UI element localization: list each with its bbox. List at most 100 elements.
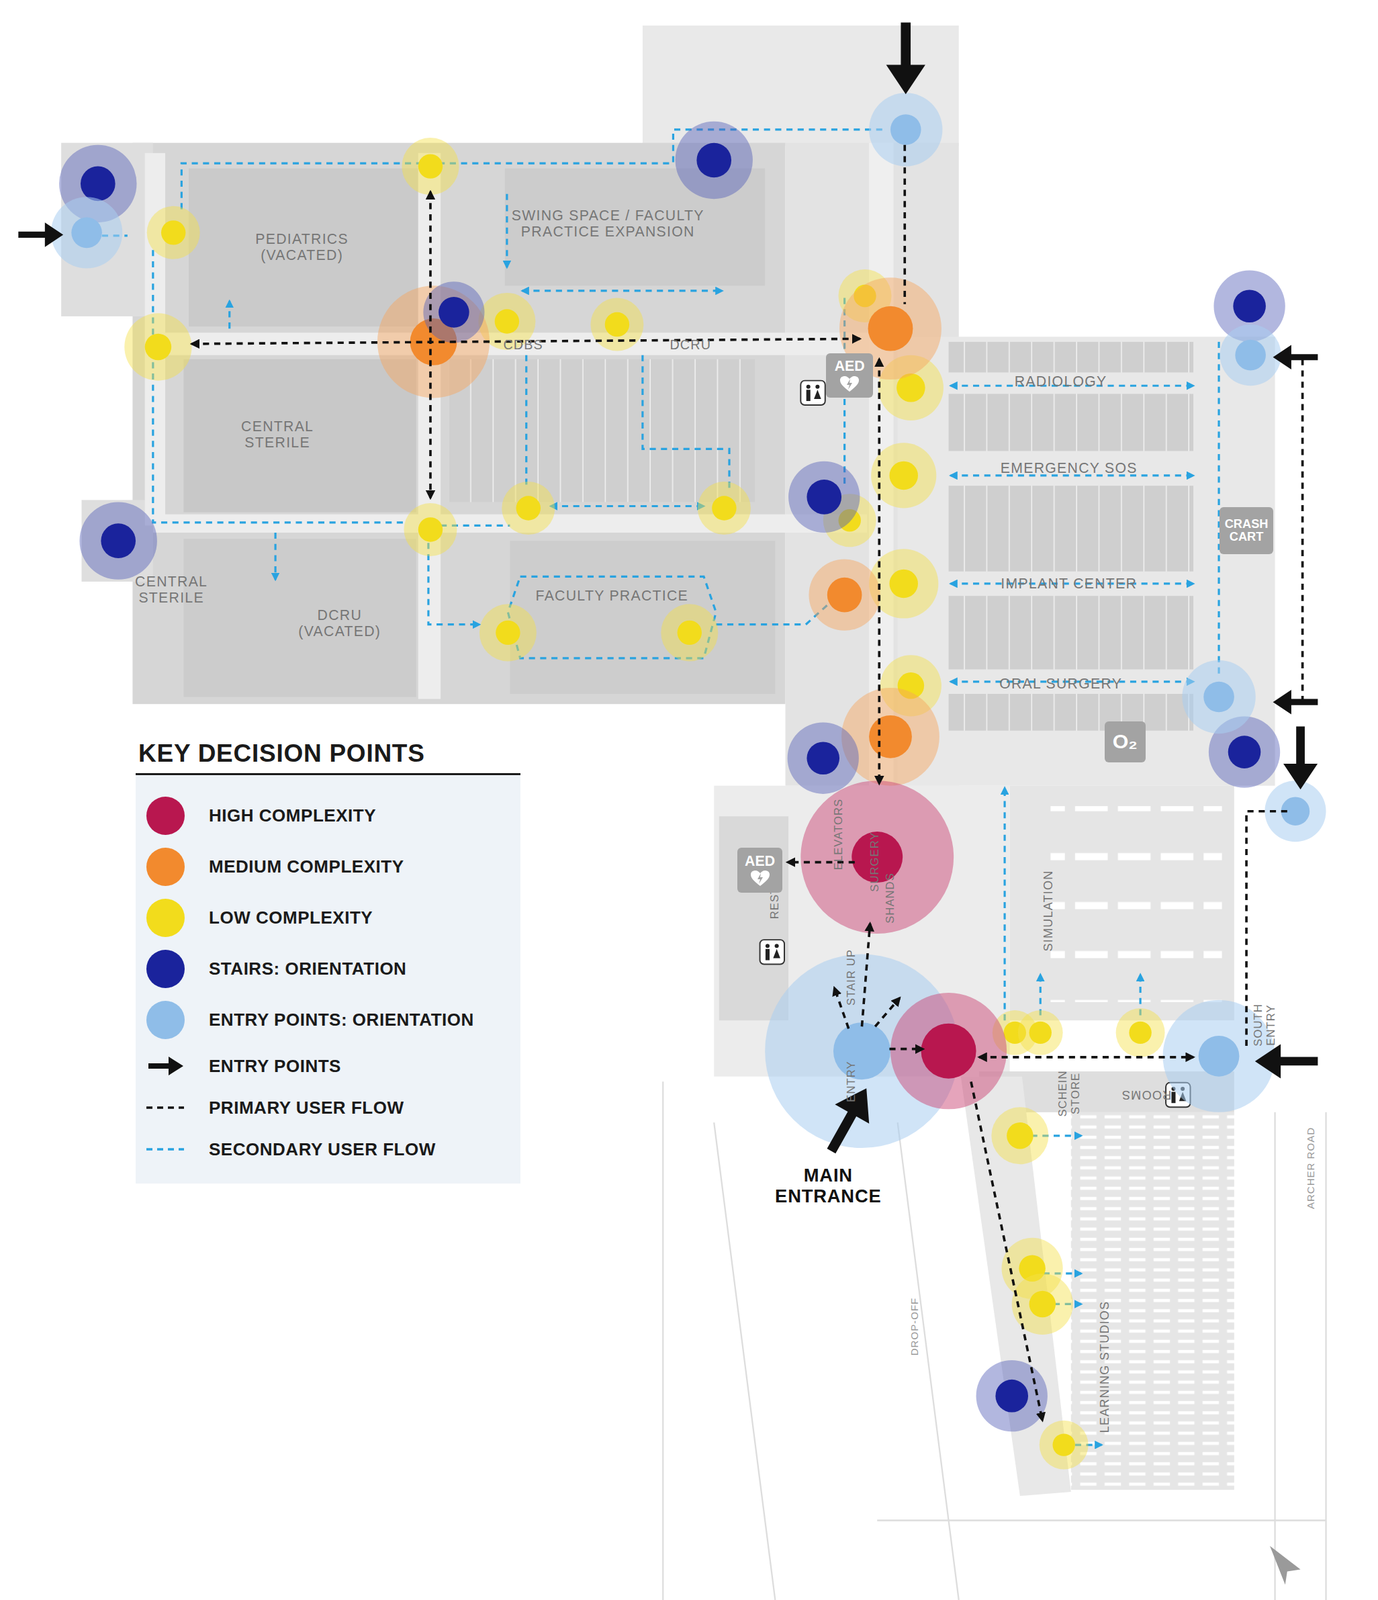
street-label: ARCHER ROAD [1304, 1126, 1317, 1209]
heart-icon [750, 870, 770, 887]
restroom-block [719, 815, 789, 1021]
stair-point [1232, 289, 1266, 323]
legend-swatch [135, 1128, 195, 1170]
stair-halo [79, 501, 157, 579]
stair-point [438, 296, 470, 328]
entrance-label: MAIN ENTRANCE [762, 1163, 895, 1207]
stair-halo [787, 722, 859, 794]
entry-point [890, 114, 922, 146]
low-point [1029, 1290, 1056, 1317]
room-label: STAIR UP [845, 948, 859, 1006]
room-block [183, 359, 416, 513]
secondary-flow [274, 532, 277, 580]
secondary-flow [525, 355, 528, 491]
low-point [145, 333, 172, 360]
legend-dot [146, 898, 185, 937]
entry-arrow [886, 22, 926, 95]
oxygen-sign: O₂ [1104, 721, 1146, 763]
secondary-flow [522, 289, 723, 292]
street-label: DROP-OFF [909, 1296, 921, 1356]
entry-point [1198, 1035, 1240, 1077]
low-point [418, 517, 443, 542]
stair-halo [423, 281, 485, 343]
legend-panel: KEY DECISION POINTSHIGH COMPLEXITYMEDIUM… [135, 739, 521, 1184]
low-halo [147, 206, 201, 260]
entry-arrow [1283, 726, 1318, 790]
room-label: ENTRY [845, 1060, 859, 1102]
legend-swatch [135, 942, 195, 994]
high-halo [800, 780, 954, 934]
room-label: DCRU [669, 337, 712, 353]
low-point [605, 312, 630, 337]
room-label: PEDIATRICS (VACATED) [233, 230, 371, 264]
stair-point [806, 479, 842, 515]
low-point [495, 620, 520, 645]
legend-dot [146, 1000, 185, 1039]
stair-halo [788, 461, 860, 533]
primary-flow-sample [145, 1104, 186, 1111]
low-halo [1018, 1009, 1064, 1055]
low-point [889, 569, 918, 599]
low-halo [991, 1106, 1049, 1164]
primary-flow [971, 1081, 1043, 1420]
heart-shape [750, 870, 770, 886]
simulation-tables [1050, 805, 1222, 1002]
primary-flow [429, 192, 432, 499]
room-block [948, 393, 1194, 451]
bolt-shape [757, 873, 763, 884]
legend-body: HIGH COMPLEXITYMEDIUM COMPLEXITYLOW COMP… [135, 774, 521, 1184]
room-label: SOUTH ENTRY [1251, 999, 1278, 1051]
medium-point [827, 577, 863, 613]
legend-dot [146, 796, 185, 835]
room-block [948, 595, 1194, 669]
low-halo [401, 137, 459, 195]
low-halo [1116, 1007, 1166, 1058]
legend-text: STAIRS: ORIENTATION [208, 958, 407, 980]
low-point [494, 308, 520, 334]
high-halo [890, 992, 1007, 1109]
heart-shape [840, 376, 859, 392]
primary-flow [877, 359, 881, 784]
room-label: EMERGENCY SOS [1000, 460, 1138, 477]
low-point [1029, 1021, 1052, 1044]
entry-arrow-shape [148, 1056, 184, 1076]
legend-swatch [135, 993, 195, 1045]
room-label: SWING SPACE / FACULTY PRACTICE EXPANSION [500, 206, 716, 240]
legend-row: MEDIUM COMPLEXITY [135, 840, 505, 892]
low-halo [870, 442, 937, 508]
stair-point [696, 143, 732, 178]
aed-sign: AED [825, 353, 874, 399]
room-block [948, 485, 1194, 572]
secondary-flow [1003, 787, 1006, 1021]
room-label: CDBS [502, 337, 544, 353]
primary-flow [979, 1055, 1194, 1059]
legend-row: ENTRY POINTS: ORIENTATION [135, 993, 505, 1045]
secondary-flows [102, 129, 1219, 1445]
stair-point [806, 741, 840, 775]
legend-text: MEDIUM COMPLEXITY [208, 856, 405, 878]
legend-text: SECONDARY USER FLOW [208, 1138, 436, 1160]
high-point [921, 1023, 977, 1079]
entry-arrow [1273, 689, 1319, 714]
bolt-shape [846, 378, 853, 390]
secondary-flow [1039, 974, 1042, 1016]
connector-wing [785, 143, 959, 786]
low-point [418, 153, 443, 178]
stair-point [995, 1379, 1029, 1413]
simulation-block [1009, 785, 1235, 1021]
entry-arrow [1255, 1043, 1319, 1078]
stair-halo [674, 121, 753, 199]
legend-row: ENTRY POINTS [135, 1044, 505, 1087]
legend-row: STAIRS: ORIENTATION [135, 942, 505, 994]
entry-halo [1220, 324, 1282, 386]
entry-point [833, 1022, 891, 1080]
low-halo [697, 481, 751, 535]
entry-arrow [18, 222, 64, 247]
legend-title: KEY DECISION POINTS [135, 739, 521, 775]
secondary-flow-sample [145, 1145, 186, 1153]
medium-point [868, 715, 912, 759]
legend-swatch [135, 840, 195, 892]
entry-arrow-sample [145, 1054, 185, 1078]
secondary-flow [153, 249, 409, 523]
